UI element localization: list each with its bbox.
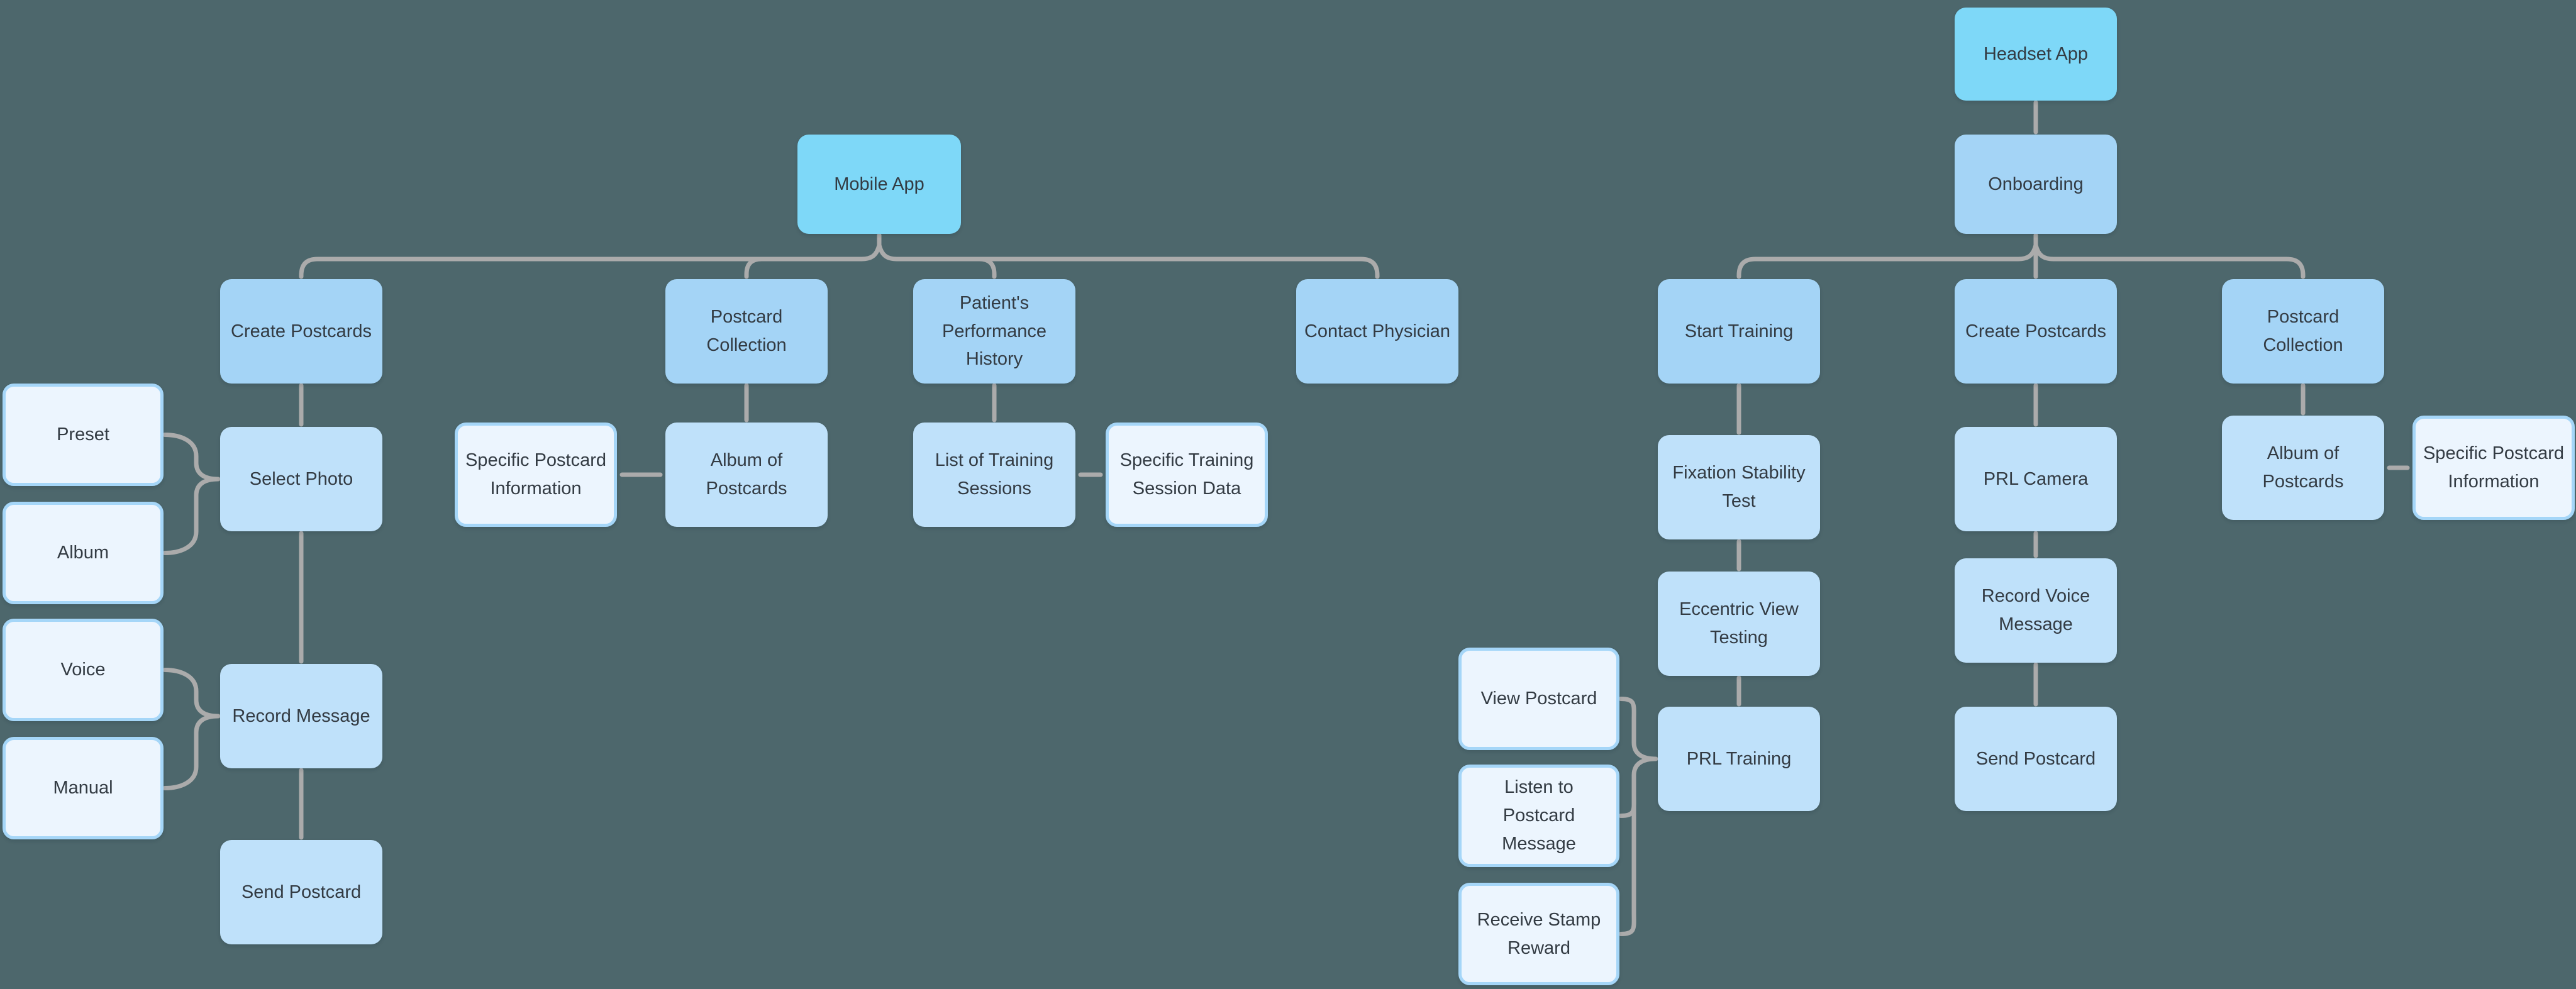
node-create-postcards-r: Create Postcards: [1955, 279, 2117, 384]
node-label: View Postcard: [1480, 688, 1597, 709]
node-label: Create Postcards: [1965, 321, 2107, 341]
node-preset: Preset: [3, 384, 164, 486]
brace--record-message: [162, 668, 221, 790]
node-record-message: Record Message: [220, 664, 382, 768]
node-listen-to-postcard-message: Listen to Postcard Message: [1458, 765, 1619, 867]
node-label: Specific Postcard Information: [2423, 443, 2565, 492]
node-label: PRL Camera: [1983, 468, 2089, 489]
node-album-of-postcards-l: Album of Postcards: [665, 423, 828, 527]
node-fixation-stability-test: Fixation Stability Test: [1658, 435, 1820, 539]
node-label: Preset: [57, 424, 109, 445]
node-prl-camera: PRL Camera: [1955, 427, 2117, 531]
node-label: Mobile App: [834, 174, 924, 194]
node-label: Select Photo: [249, 468, 353, 489]
node-label: Voice: [60, 660, 106, 680]
node-label: Patient's Performance History: [941, 292, 1046, 370]
node-album-of-postcards-r: Album of Postcards: [2222, 416, 2384, 520]
node-label: Receive Stamp Reward: [1477, 909, 1601, 958]
node-label: Onboarding: [1988, 174, 2084, 194]
node-label: Create Postcards: [230, 321, 372, 341]
node-voice: Voice: [3, 619, 164, 721]
node-label: List of Training Sessions: [935, 450, 1054, 499]
bus-mobile-app: [299, 233, 1380, 279]
node-specific-postcard-information-l: Specific Postcard Information: [455, 423, 617, 527]
node-select-photo: Select Photo: [220, 427, 382, 531]
node-specific-postcard-information-r: Specific Postcard Information: [2412, 416, 2575, 520]
node-label: PRL Training: [1686, 748, 1792, 769]
node-label: Record Voice Message: [1981, 586, 2090, 634]
node-send-postcard-r: Send Postcard: [1955, 707, 2117, 811]
node-postcard-collection-r: Postcard Collection: [2222, 279, 2384, 384]
node-headset-app: Headset App: [1955, 8, 2117, 101]
node-label: Contact Physician: [1304, 321, 1451, 341]
node-label: Postcard Collection: [2263, 307, 2343, 355]
node-view-postcard: View Postcard: [1458, 648, 1619, 750]
node-album: Album: [3, 502, 164, 604]
node-label: Eccentric View Testing: [1679, 599, 1799, 648]
node-contact-physician: Contact Physician: [1296, 279, 1458, 384]
node-list-of-training-sessions: List of Training Sessions: [913, 423, 1075, 527]
node-label: Album of Postcards: [2262, 443, 2344, 492]
node-receive-stamp-reward: Receive Stamp Reward: [1458, 883, 1619, 985]
brace--select-photo: [162, 433, 221, 555]
node-start-training: Start Training: [1658, 279, 1820, 384]
brace--prl-training: [1618, 697, 1658, 936]
node-record-voice-message: Record Voice Message: [1955, 558, 2117, 663]
node-eccentric-view-testing: Eccentric View Testing: [1658, 572, 1820, 676]
node-send-postcard-l: Send Postcard: [220, 840, 382, 944]
node-onboarding: Onboarding: [1955, 135, 2117, 234]
node-label: Start Training: [1684, 321, 1794, 341]
node-manual: Manual: [3, 737, 164, 839]
node-create-postcards-l: Create Postcards: [220, 279, 382, 384]
node-label: Album of Postcards: [706, 450, 787, 499]
node-label: Send Postcard: [241, 881, 362, 902]
bus-onboarding: [1736, 233, 2306, 279]
node-label: Send Postcard: [1975, 748, 2096, 769]
node-mobile-app: Mobile App: [797, 135, 961, 234]
node-label: Manual: [53, 778, 113, 798]
node-label: Record Message: [232, 705, 370, 726]
node-label: Fixation Stability Test: [1672, 463, 1806, 511]
node-postcard-collection-l: Postcard Collection: [665, 279, 828, 384]
node-label: Specific Training Session Data: [1119, 450, 1254, 499]
node-label: Specific Postcard Information: [465, 450, 607, 499]
node-specific-training-session-data: Specific Training Session Data: [1106, 423, 1268, 527]
node-label: Postcard Collection: [706, 307, 787, 355]
node-prl-training: PRL Training: [1658, 707, 1820, 811]
node-label: Headset App: [1983, 43, 2089, 64]
node-label: Album: [57, 543, 109, 563]
node-label: Listen to Postcard Message: [1502, 777, 1576, 854]
node-patients-performance-history: Patient's Performance History: [913, 279, 1075, 384]
